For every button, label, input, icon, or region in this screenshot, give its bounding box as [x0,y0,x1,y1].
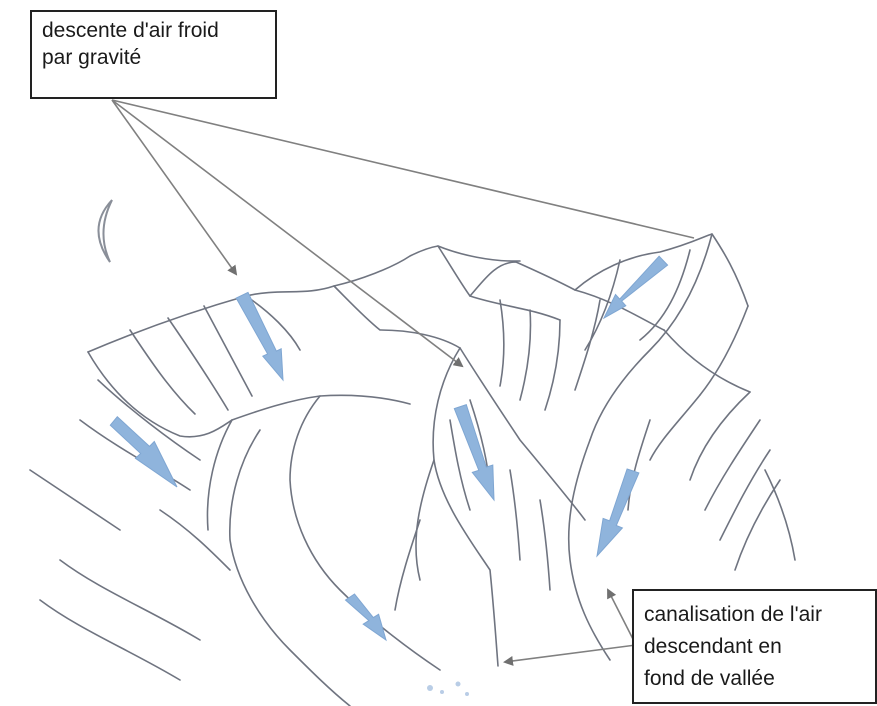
channeling-label-line-2: descendant en [644,631,865,663]
airflow-arrows [110,256,667,640]
crescent-moon-icon [98,200,112,262]
gravity-cold-air-label: descente d'air froid par gravité [30,10,277,99]
channeling-label-line-1: canalisation de l'air [644,599,865,631]
airflow-arrow [110,417,177,487]
pointer-line [505,645,636,662]
gravity-label-line-1: descente d'air froid [42,17,265,44]
valley-channeling-label: canalisation de l'air descendant en fond… [632,589,877,704]
gravity-label-line-2: par gravité [42,44,265,71]
pointer-line [112,100,236,274]
channeling-label-line-3: fond de vallée [644,663,865,695]
airflow-arrow [454,405,494,500]
airflow-arrow [346,594,387,640]
pointer-line [112,100,694,238]
pointer-line [112,100,462,366]
pointer-lines [112,100,694,662]
valley-floor-marks [427,682,469,697]
airflow-arrow [597,469,639,556]
